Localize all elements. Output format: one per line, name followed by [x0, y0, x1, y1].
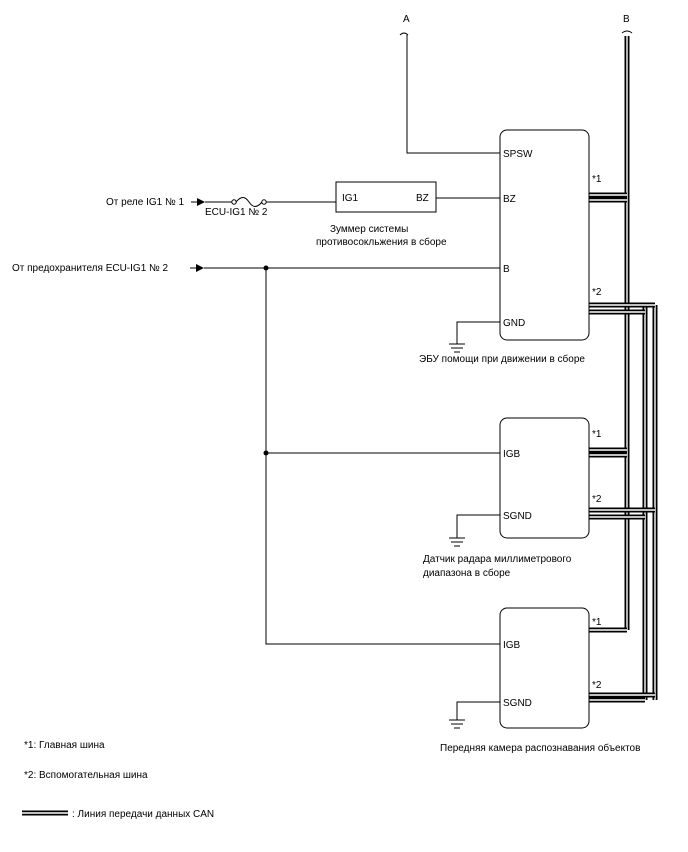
ecu-pin-b: B: [503, 264, 510, 275]
radar-name-line1: Датчик радара миллиметрового: [423, 554, 572, 565]
radar-name-line2: диапазона в сборе: [423, 567, 511, 579]
fuse-terminal-right: [261, 199, 267, 205]
buzzer-name-line2: противосокльжения в сборе: [316, 236, 447, 248]
fuse-source-arrow-icon: [196, 264, 204, 272]
connector-a-label: A: [403, 14, 410, 25]
radar-pin-igb: IGB: [503, 449, 521, 460]
ecu-pin-gnd: GND: [503, 318, 525, 329]
wire-radar-gnd: [456, 514, 500, 538]
connector-b-break-mark: [621, 30, 633, 34]
front-camera-assembly: IGB SGND Передняя камера распознавания о…: [440, 607, 640, 754]
radar-main-bus-stub: [589, 447, 627, 458]
relay-source-label: От реле IG1 № 1: [106, 197, 185, 208]
camera-box: [499, 607, 590, 729]
connector-a-break-mark: [399, 32, 409, 36]
connector-b: B: [621, 14, 633, 34]
fuse-terminal-left: [231, 199, 237, 205]
connector-a: A: [399, 14, 500, 154]
relay-source: От реле IG1 № 1: [106, 197, 232, 208]
wire-a-to-spsw: [406, 35, 500, 154]
legend-can-line-label: : Линия передачи данных CAN: [72, 809, 214, 820]
relay-arrow-icon: [197, 198, 205, 206]
junction-dot: [263, 265, 269, 271]
legend: *1: Главная шина *2: Вспомогательная шин…: [22, 740, 214, 820]
ecu-pin-spsw: SPSW: [503, 149, 533, 160]
ground-icon: [449, 719, 465, 729]
ecu-pin-bz: BZ: [503, 194, 516, 205]
can-bus-lines: [589, 36, 658, 703]
camera-pin-sgnd: SGND: [503, 698, 532, 709]
fuse-source: От предохранителя ECU-IG1 № 2: [12, 263, 500, 645]
camera-pin-igb: IGB: [503, 640, 521, 651]
ground-icon: [449, 343, 465, 353]
fuse-source-label: От предохранителя ECU-IG1 № 2: [12, 263, 169, 274]
buzzer-name-line1: Зуммер системы: [330, 224, 408, 235]
buzzer-pin-ig1: IG1: [342, 193, 359, 204]
wire-ecu-gnd: [456, 321, 500, 344]
junction-dot: [263, 450, 269, 456]
fuse-element: [235, 197, 263, 207]
radar-bus1-marker: *1: [592, 429, 602, 440]
ecu-bus1-marker: *1: [592, 174, 602, 185]
radar-sensor-assembly: IGB SGND Датчик радара миллиметрового ди…: [423, 417, 602, 579]
fuse-label: ECU-IG1 № 2: [205, 207, 268, 218]
camera-bus1-marker: *1: [592, 617, 602, 628]
ecu-assembly: SPSW BZ B GND ЭБУ помощи при движении в …: [419, 129, 602, 365]
fuse-ecu-ig1-no2: ECU-IG1 № 2: [205, 197, 336, 218]
camera-bus2-marker: *2: [592, 680, 602, 691]
ecu-bus2-marker: *2: [592, 287, 602, 298]
wire-camera-gnd: [456, 701, 500, 720]
buzzer-box: [335, 181, 437, 213]
radar-pin-sgnd: SGND: [503, 511, 532, 522]
buzzer-pin-bz: BZ: [416, 193, 429, 204]
ecu-box: [499, 129, 590, 341]
ecu-main-bus-stub: [589, 192, 627, 203]
radar-box: [499, 417, 590, 539]
radar-bus2-marker: *2: [592, 494, 602, 505]
connector-b-label: B: [623, 14, 630, 25]
ecu-name: ЭБУ помощи при движении в сборе: [419, 353, 585, 365]
buzzer-assembly: IG1 BZ Зуммер системы противосокльжения …: [316, 181, 500, 248]
camera-name: Передняя камера распознавания объектов: [440, 742, 640, 754]
wire-ig-branch: [265, 268, 500, 645]
legend-note-main-bus: *1: Главная шина: [24, 740, 105, 751]
ground-icon: [449, 537, 465, 547]
legend-note-sub-bus: *2: Вспомогательная шина: [24, 770, 148, 781]
